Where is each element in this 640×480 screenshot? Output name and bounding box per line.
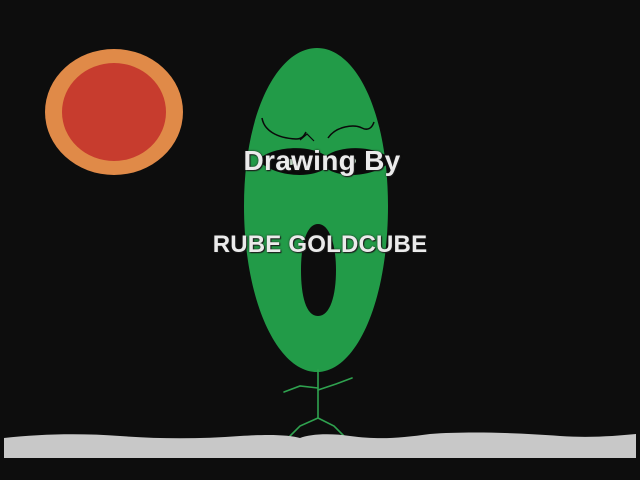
sun-inner-disc [62,63,166,161]
ground-strip [4,432,636,458]
creature-left-eye [288,159,294,165]
creature-left-eyebrow [261,117,307,140]
creature-right-eye [350,158,356,164]
green-bean-creature-icon [244,48,392,372]
caption-artist-name: RUBE GOLDCUBE [212,231,428,258]
creature-left-leg [285,417,319,441]
creature-right-eyebrow [327,121,375,139]
sun-icon [45,49,183,175]
caption-drawing-by: Drawing By [243,145,401,176]
creature-body [244,48,388,372]
creature-right-arm [317,377,353,391]
creature-eye-mask [258,148,392,175]
creature-left-arm [283,385,319,393]
creature-stick-limbs [283,369,353,441]
creature-brow-furrow [299,133,315,142]
